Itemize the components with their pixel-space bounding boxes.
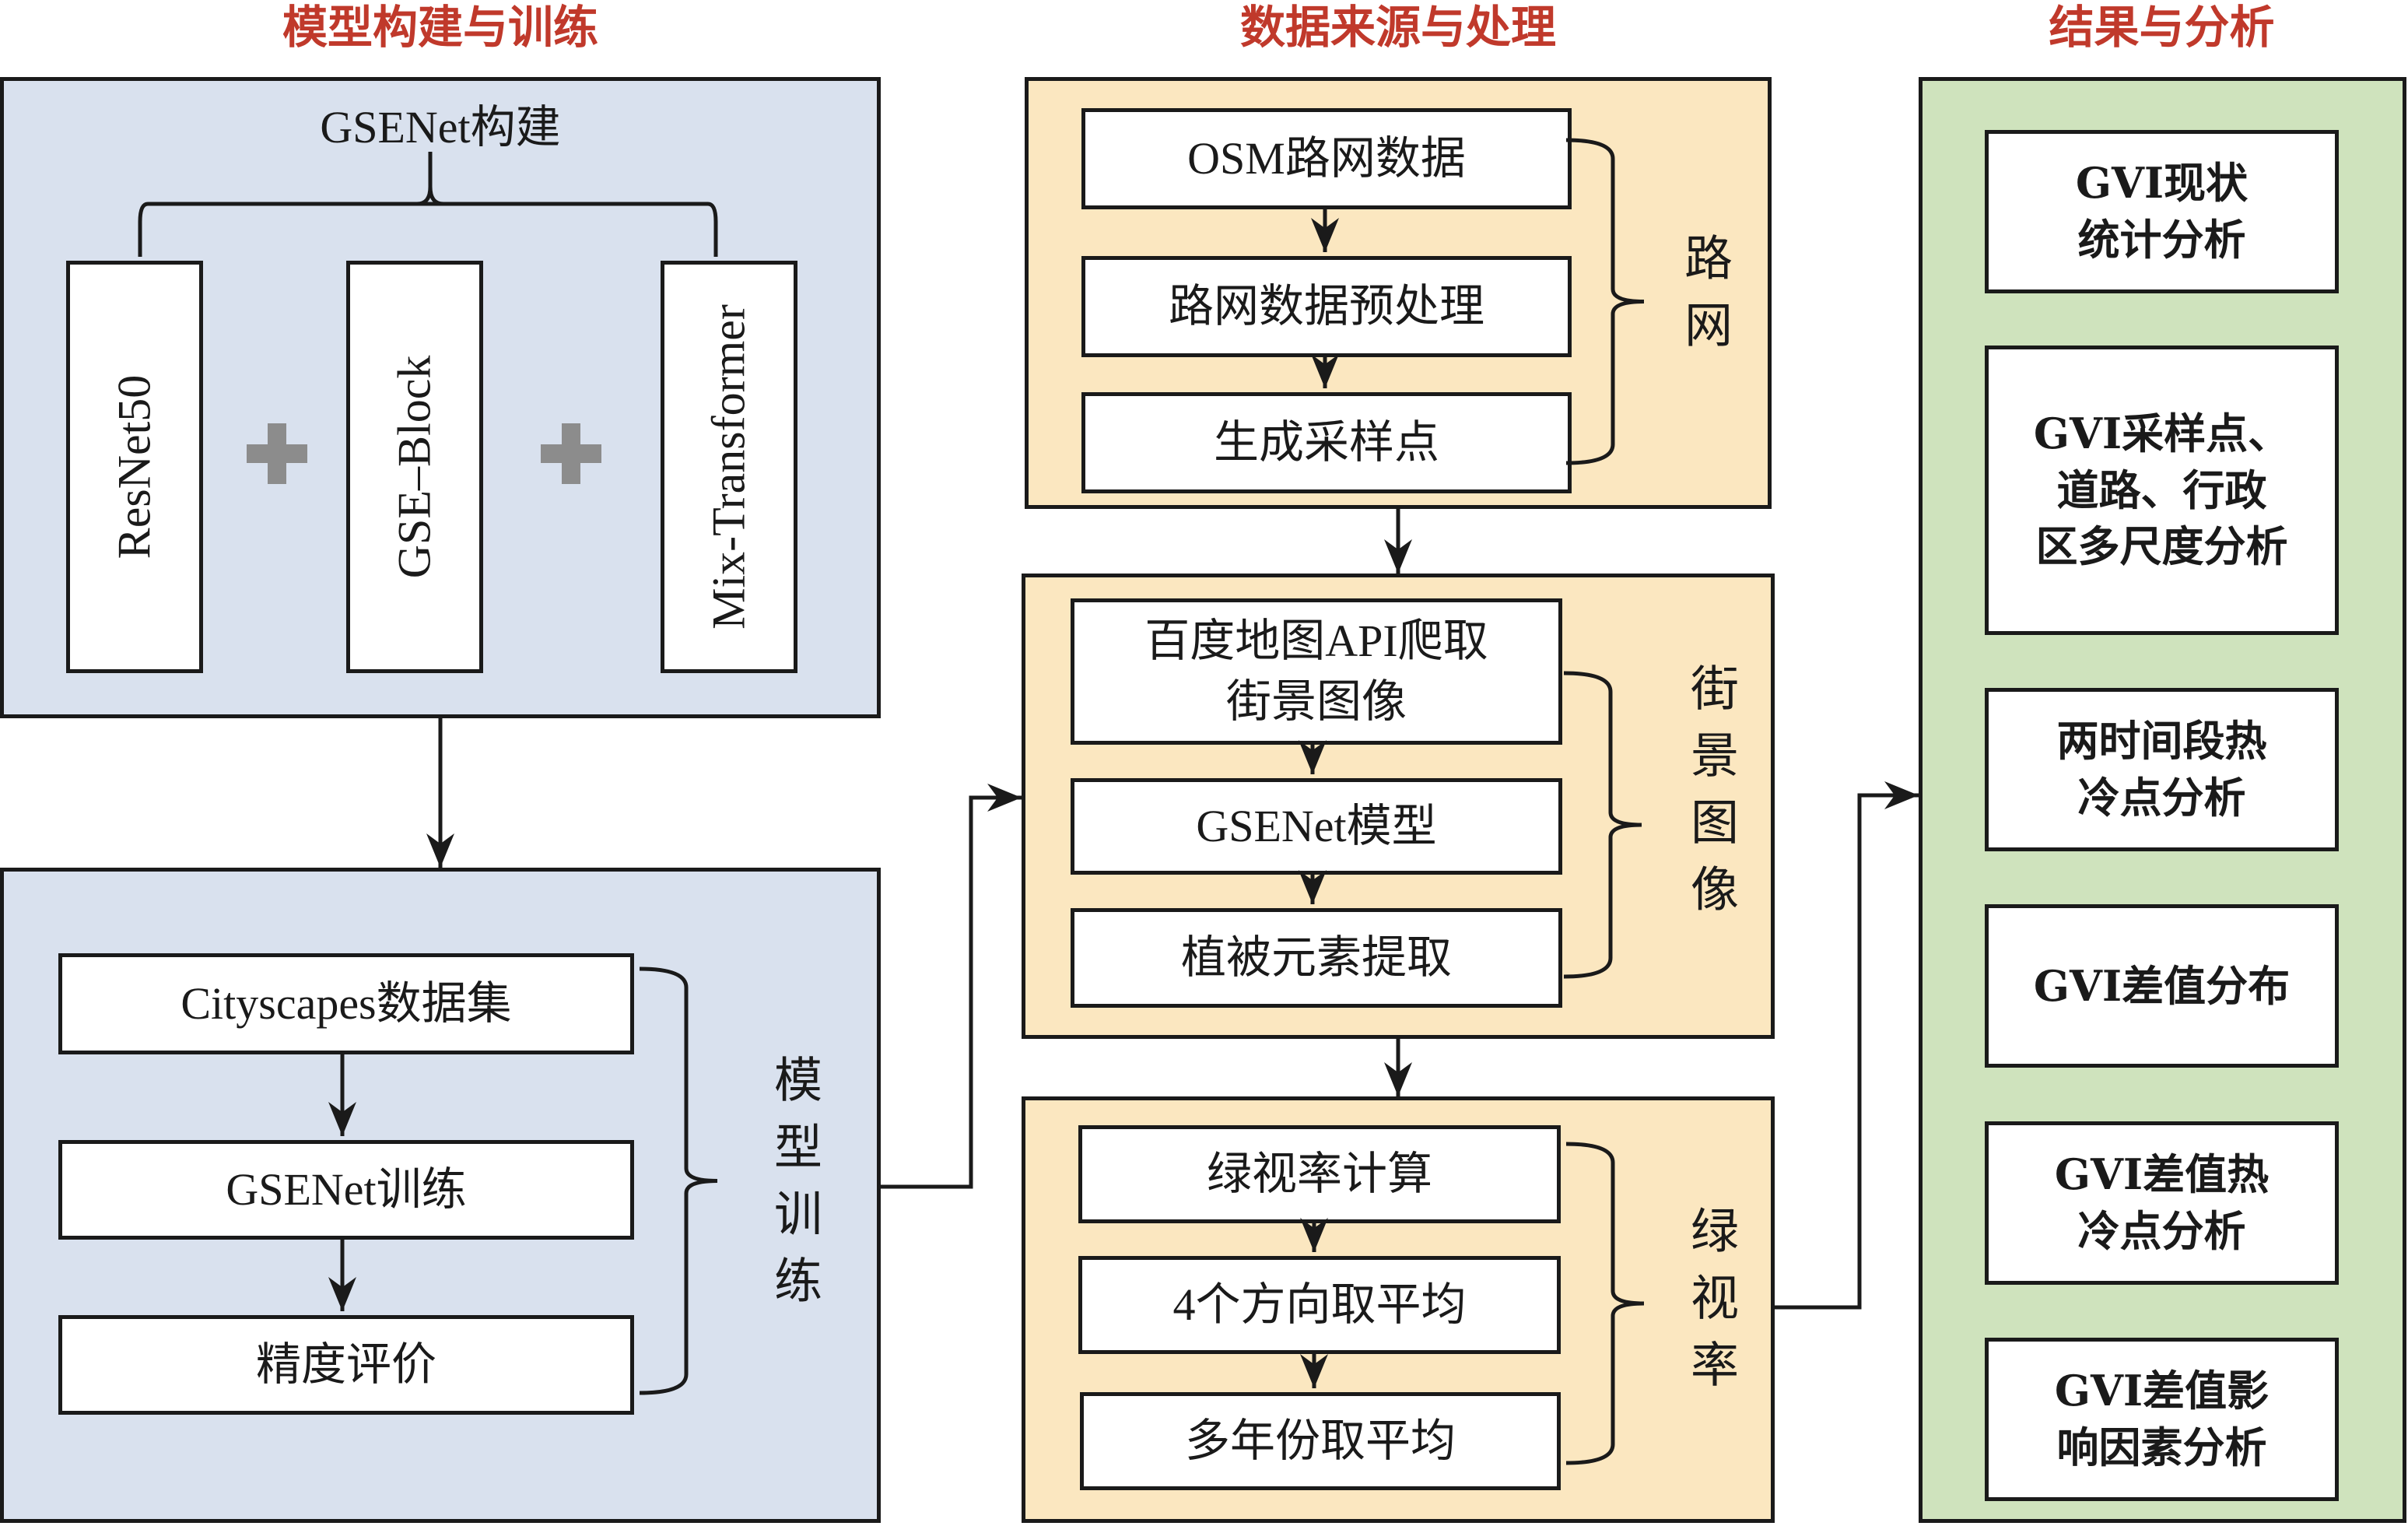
arrowhead bbox=[1299, 740, 1327, 774]
train-step-training: GSENet训练 bbox=[58, 1140, 634, 1240]
model-train-label: 模型训练 bbox=[766, 1054, 822, 1322]
green-step-years: 多年份取平均 bbox=[1080, 1392, 1561, 1490]
arrowhead bbox=[1311, 354, 1339, 388]
green-step-directions: 4个方向取平均 bbox=[1078, 1256, 1561, 1354]
model-train-brace bbox=[639, 966, 718, 1395]
gsenet-brace bbox=[138, 152, 718, 257]
arrowhead bbox=[1300, 1354, 1328, 1388]
results-panel: GVI现状 统计分析 GVI采样点、 道路、行政 区多尺度分析 两时间段热 冷点… bbox=[1919, 77, 2406, 1523]
road-network-label: 路网 bbox=[1676, 233, 1733, 367]
green-view-panel: 绿视率计算 4个方向取平均 多年份取平均 绿视率 bbox=[1022, 1096, 1775, 1523]
arrowhead bbox=[328, 1277, 356, 1311]
train-step-evaluation: 精度评价 bbox=[58, 1315, 634, 1415]
green-step-compute: 绿视率计算 bbox=[1078, 1125, 1561, 1223]
street-view-panel: 百度地图API爬取 街景图像 GSENet模型 植被元素提取 街景图像 bbox=[1022, 574, 1775, 1039]
road-step-preprocess: 路网数据预处理 bbox=[1081, 256, 1572, 357]
road-network-panel: OSM路网数据 路网数据预处理 生成采样点 路网 bbox=[1025, 77, 1772, 509]
arrow-greenview-to-results bbox=[1775, 793, 1919, 1310]
street-view-brace bbox=[1563, 671, 1642, 979]
arrow-train-to-streetview bbox=[881, 795, 1022, 1189]
component-gse-block: GSE–Block bbox=[346, 261, 483, 673]
arrowhead bbox=[1311, 218, 1339, 252]
street-step-extract: 植被元素提取 bbox=[1071, 908, 1562, 1008]
section-title-data: 数据来源与处理 bbox=[1239, 1, 1556, 54]
result-item: GVI差值分布 bbox=[1985, 904, 2339, 1068]
arrowhead bbox=[328, 1102, 356, 1136]
arrowhead bbox=[1884, 781, 1919, 809]
gsenet-build-title: GSENet构建 bbox=[320, 102, 561, 153]
model-build-panel: GSENet构建 ResNet50 GSE–Block Mix-Transfor… bbox=[0, 77, 881, 718]
arrowhead bbox=[1384, 1062, 1412, 1096]
section-title-results: 结果与分析 bbox=[2049, 1, 2275, 54]
green-view-label: 绿视率 bbox=[1682, 1205, 1739, 1406]
result-item: 两时间段热 冷点分析 bbox=[1985, 688, 2339, 851]
arrowhead bbox=[1384, 539, 1412, 574]
result-item: GVI现状 统计分析 bbox=[1985, 130, 2339, 293]
component-mix-transformer: Mix-Transformer bbox=[661, 261, 797, 673]
green-view-brace bbox=[1565, 1142, 1645, 1465]
component-resnet50: ResNet50 bbox=[66, 261, 203, 673]
result-item: GVI采样点、 道路、行政 区多尺度分析 bbox=[1985, 346, 2339, 635]
street-view-label: 街景图像 bbox=[1682, 663, 1739, 931]
street-step-crawl: 百度地图API爬取 街景图像 bbox=[1071, 598, 1562, 745]
section-title-model: 模型构建与训练 bbox=[282, 1, 598, 54]
train-step-dataset: Cityscapes数据集 bbox=[58, 953, 634, 1054]
result-item: GVI差值影 响因素分析 bbox=[1985, 1338, 2339, 1501]
arrowhead bbox=[987, 784, 1022, 812]
road-step-osm: OSM路网数据 bbox=[1081, 108, 1572, 209]
plus-icon bbox=[541, 423, 601, 484]
arrowhead bbox=[426, 833, 454, 868]
arrowhead bbox=[1299, 870, 1327, 904]
road-network-brace bbox=[1565, 138, 1645, 465]
arrowhead bbox=[1300, 1218, 1328, 1252]
plus-icon bbox=[247, 423, 307, 484]
result-item: GVI差值热 冷点分析 bbox=[1985, 1121, 2339, 1285]
road-step-sampling: 生成采样点 bbox=[1081, 392, 1572, 493]
model-train-panel: Cityscapes数据集 GSENet训练 精度评价 模型训练 bbox=[0, 868, 881, 1523]
street-step-gsenet: GSENet模型 bbox=[1071, 778, 1562, 875]
